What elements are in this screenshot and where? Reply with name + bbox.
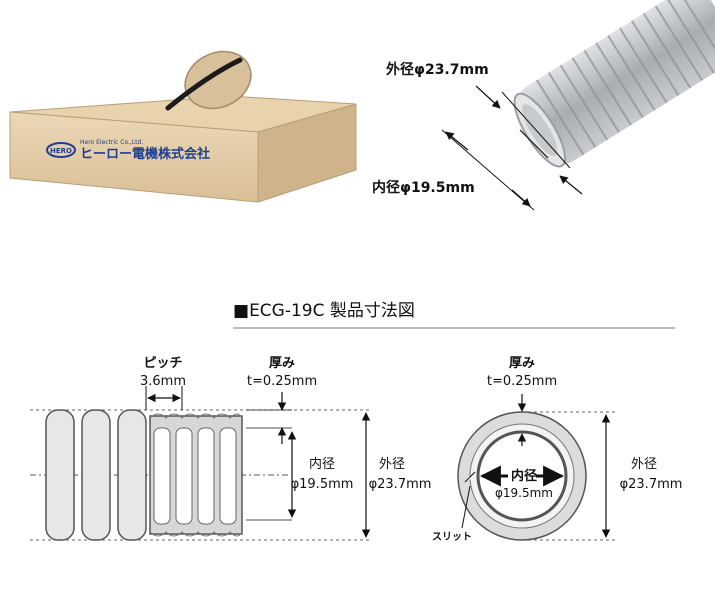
cross-thickness-label: 厚み bbox=[509, 355, 535, 371]
side-view-drawing: ピッチ 3.6mm 厚み t=0.25mm 内径 φ19.5mm 外径 φ23.… bbox=[30, 355, 432, 541]
pitch-label: ピッチ bbox=[143, 356, 182, 371]
photo-inner-diameter: 内径φ19.5mm bbox=[372, 179, 475, 196]
hero-logo: HERO bbox=[46, 142, 76, 158]
section-header: ■ECG-19C 製品寸法図 bbox=[233, 301, 675, 329]
photo-outer-diameter: 外径φ23.7mm bbox=[386, 61, 489, 78]
box-company-jp: ヒーロー電機株式会社 bbox=[80, 146, 210, 162]
cross-outer-value: φ23.7mm bbox=[620, 477, 683, 492]
cross-section-drawing: 厚み t=0.25mm 内径 φ19.5mm スリット 外径 φ23.7mm bbox=[432, 355, 682, 543]
section-title-text: ECG-19C 製品寸法図 bbox=[249, 301, 415, 321]
corrugation-ribs bbox=[45, 409, 147, 541]
side-inner-value: φ19.5mm bbox=[291, 477, 354, 492]
slit-label: スリット bbox=[432, 531, 472, 543]
pitch-value: 3.6mm bbox=[140, 374, 186, 389]
side-thickness-value: t=0.25mm bbox=[247, 374, 317, 389]
box-company-en: Hero Electric Co.,Ltd. bbox=[80, 139, 143, 146]
cross-inner-value: φ19.5mm bbox=[495, 486, 553, 500]
cross-inner-label: 内径 bbox=[511, 468, 537, 484]
section-marker: ■ bbox=[233, 301, 249, 321]
section-title: ■ECG-19C 製品寸法図 bbox=[233, 301, 415, 321]
tube-photo: 外径φ23.7mm 内径φ19.5mm bbox=[372, 0, 715, 211]
cross-thickness-value: t=0.25mm bbox=[487, 374, 557, 389]
side-outer-label: 外径 bbox=[379, 457, 405, 472]
side-thickness-label: 厚み bbox=[269, 355, 295, 371]
cardboard-box-photo: HERO Hero Electric Co.,Ltd. ヒーロー電機株式会社 bbox=[9, 50, 357, 203]
side-outer-value: φ23.7mm bbox=[369, 477, 432, 492]
cross-outer-label: 外径 bbox=[631, 457, 657, 472]
logo-text: HERO bbox=[50, 147, 72, 155]
side-inner-label: 内径 bbox=[309, 456, 335, 472]
